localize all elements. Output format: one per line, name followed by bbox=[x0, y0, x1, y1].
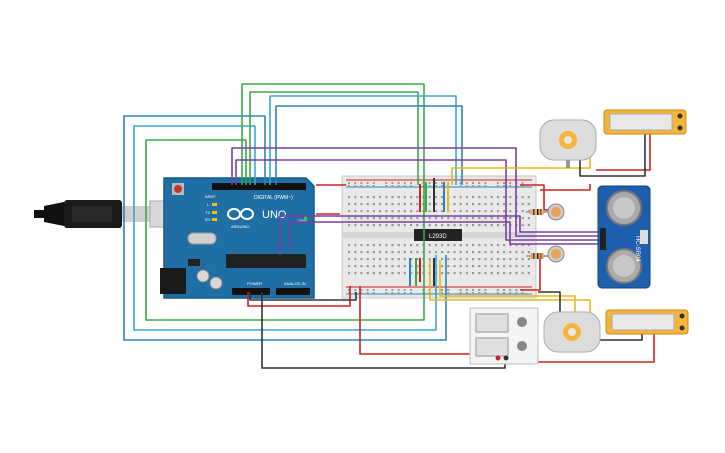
ultrasonic-model-label: HC-SR04 bbox=[634, 236, 640, 262]
wire-purple-2[interactable] bbox=[235, 159, 598, 241]
digital-label: DIGITAL (PWM~) bbox=[254, 195, 293, 201]
l-led-label: L bbox=[207, 202, 210, 207]
wire-red-4[interactable] bbox=[520, 184, 550, 211]
battery-top[interactable] bbox=[603, 109, 687, 135]
wire-black-3[interactable] bbox=[579, 132, 646, 177]
on-label: ON bbox=[298, 218, 304, 223]
hc-sr04-ultrasonic-sensor[interactable]: HC-SR04 bbox=[597, 185, 651, 289]
atmega-chip bbox=[226, 254, 306, 268]
resistor-bottom[interactable] bbox=[526, 253, 548, 259]
wire-lightblue-1[interactable] bbox=[133, 125, 437, 331]
capacitor-1 bbox=[196, 269, 210, 283]
wire-red-6[interactable] bbox=[540, 184, 591, 191]
arduino-logo-text: ARDUINO bbox=[231, 224, 249, 229]
driver-chip-label: L293D bbox=[429, 234, 447, 240]
resistor-top[interactable] bbox=[526, 209, 548, 215]
l293d-driver-chip[interactable]: L293D bbox=[414, 229, 462, 241]
power-label: POWER bbox=[247, 281, 262, 286]
wire-blue-1[interactable] bbox=[123, 115, 447, 341]
wire-blue-top[interactable] bbox=[275, 105, 463, 185]
l-led bbox=[212, 203, 217, 206]
aref-label: AREF bbox=[205, 194, 216, 199]
digital-header[interactable] bbox=[212, 183, 306, 190]
dc-motor-top[interactable] bbox=[539, 119, 597, 168]
wire-black-5[interactable] bbox=[538, 291, 561, 312]
wire-black-2[interactable] bbox=[249, 292, 357, 301]
wire-yellow-2[interactable] bbox=[429, 260, 591, 312]
uno-label: UNO bbox=[262, 209, 287, 221]
breadboard-holes[interactable] bbox=[348, 182, 530, 294]
wire-purple-3[interactable] bbox=[289, 221, 598, 250]
voltage-regulator bbox=[188, 259, 200, 266]
crystal bbox=[187, 232, 217, 245]
rx-label: RX bbox=[205, 217, 211, 222]
wire-lightblue-top[interactable] bbox=[269, 95, 457, 185]
wire-green-top[interactable] bbox=[249, 91, 419, 185]
wire-red-1[interactable] bbox=[247, 286, 351, 307]
dc-motor-bottom[interactable] bbox=[543, 311, 601, 353]
arduino-uno-board[interactable]: DIGITAL (PWM~) AREF UNO ARDUINO L TX RX … bbox=[160, 177, 315, 299]
analog-label: ANALOG IN bbox=[284, 281, 306, 286]
wire-green-outer[interactable] bbox=[145, 83, 425, 321]
wire-purple-1[interactable] bbox=[231, 147, 598, 237]
photoresistor-top[interactable] bbox=[547, 203, 565, 221]
tx-label: TX bbox=[205, 210, 210, 215]
arduino-logo-icon bbox=[227, 208, 254, 220]
photoresistor-bottom[interactable] bbox=[547, 245, 565, 263]
power-supply[interactable] bbox=[469, 307, 539, 365]
on-led bbox=[304, 216, 307, 222]
wire-red-3[interactable] bbox=[359, 286, 500, 355]
wire-red-7[interactable] bbox=[596, 132, 651, 171]
tx-led bbox=[212, 211, 217, 214]
analog-header[interactable] bbox=[276, 288, 310, 295]
capacitor-2 bbox=[209, 276, 223, 290]
rx-led bbox=[212, 218, 217, 221]
battery-bottom[interactable] bbox=[605, 309, 689, 335]
usb-cable[interactable] bbox=[34, 200, 183, 228]
power-header[interactable] bbox=[232, 288, 270, 295]
wire-purple-4[interactable] bbox=[279, 215, 598, 255]
power-jack[interactable] bbox=[160, 268, 186, 294]
